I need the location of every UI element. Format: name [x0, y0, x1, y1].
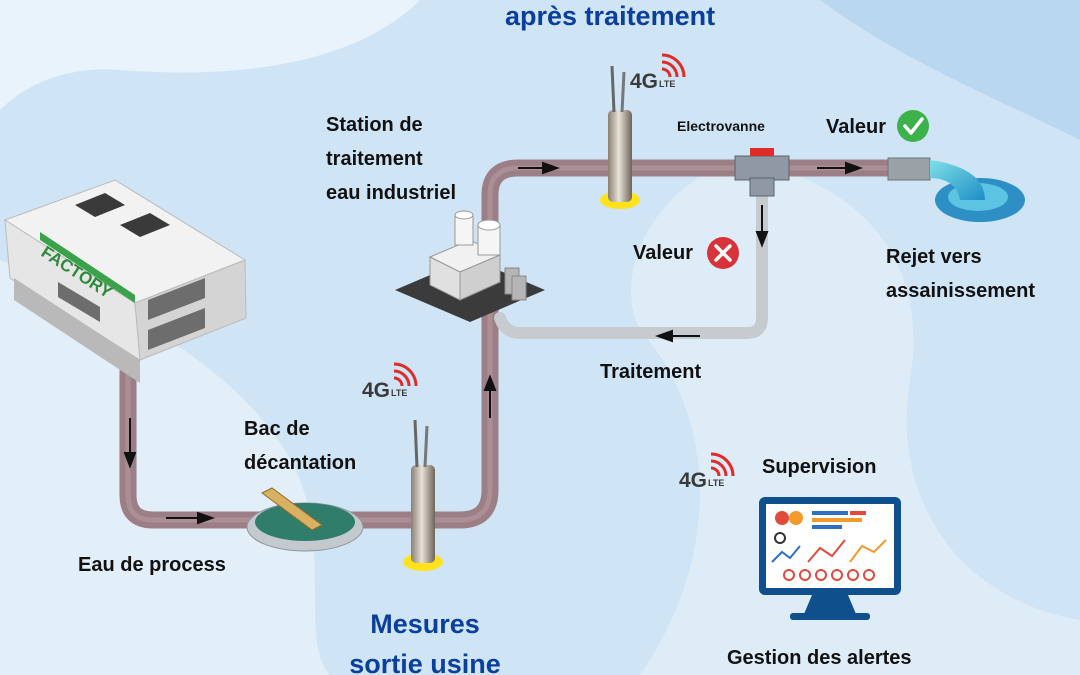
svg-text:LTE: LTE: [391, 388, 407, 398]
arrow-down-icon: [123, 418, 137, 469]
outlet-water: [887, 157, 1025, 222]
electrovanne-label: Electrovanne: [677, 118, 765, 134]
gestion-alertes-label: Gestion des alertes: [727, 647, 912, 669]
arrow-right-icon: [166, 511, 215, 525]
settling-tank: [246, 487, 364, 552]
lte-signal-icon: 4G LTE: [362, 362, 418, 402]
arrow-left-icon: [655, 329, 700, 343]
check-circle-icon: [897, 110, 929, 142]
probe-sensor-icon: [403, 419, 443, 571]
lte-signal-icon: 4G LTE: [630, 53, 686, 93]
return-pipe: [494, 184, 768, 339]
lte-signal-icon: 4G LTE: [679, 452, 735, 492]
arrow-right-icon: [817, 161, 863, 175]
station-label: Station de traitement eau industriel: [326, 114, 457, 204]
mesures-sortie-label: Mesures sortie usine: [349, 609, 501, 675]
supervision-label: Supervision: [762, 456, 877, 478]
svg-text:4G: 4G: [679, 469, 707, 492]
valeur-ko-label: Valeur: [633, 242, 694, 264]
arrow-right-icon: [518, 161, 560, 175]
valeur-ok-label: Valeur: [826, 116, 887, 138]
pipe-network: [119, 159, 909, 529]
flow-arrows: [123, 161, 863, 525]
svg-text:4G: 4G: [362, 379, 390, 402]
title-after-treatment: après traitement: [505, 1, 716, 31]
svg-text:4G: 4G: [630, 70, 658, 93]
bac-label: Bac de décantation: [244, 418, 357, 474]
svg-text:LTE: LTE: [708, 478, 724, 488]
arrow-up-icon: [483, 374, 497, 418]
arrow-down-icon: [755, 205, 769, 248]
factory-building: FACTORY: [3, 179, 247, 383]
rejet-label: Rejet vers assainissement: [886, 246, 1035, 302]
traitement-label: Traitement: [600, 361, 702, 383]
eau-process-label: Eau de process: [78, 554, 226, 576]
electrovanne-valve: [734, 148, 790, 197]
monitor-dashboard-icon: [759, 497, 901, 620]
treatment-station: [395, 210, 545, 322]
probe-sensor-icon: [600, 65, 640, 209]
cross-circle-icon: [707, 237, 739, 269]
svg-text:LTE: LTE: [659, 79, 675, 89]
